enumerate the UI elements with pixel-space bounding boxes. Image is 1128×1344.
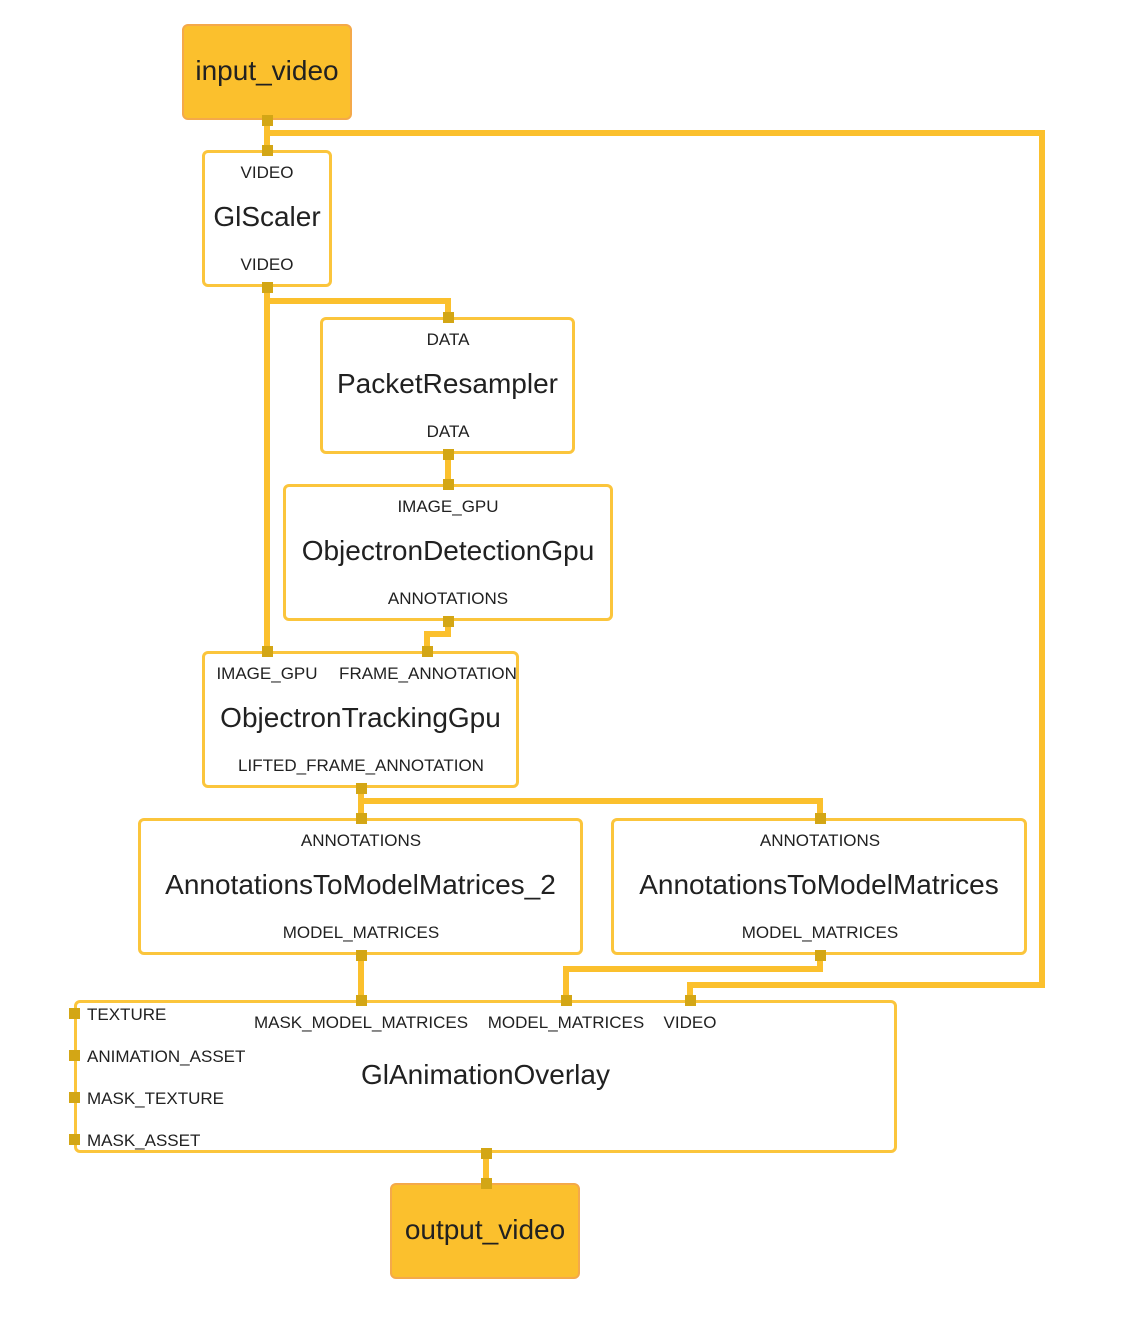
objectron-tracking-title: ObjectronTrackingGpu bbox=[220, 702, 501, 733]
objectron-detection-title: ObjectronDetectionGpu bbox=[301, 535, 595, 566]
overlay-animation-asset-label: ANIMATION_ASSET bbox=[87, 1047, 246, 1066]
objectron-detection-node[interactable]: IMAGE_GPU ObjectronDetectionGpu ANNOTATI… bbox=[283, 484, 613, 621]
input-video-output-port[interactable] bbox=[262, 115, 273, 126]
gl-animation-overlay-title: GlAnimationOverlay bbox=[361, 1059, 610, 1090]
overlay-texture-label: TEXTURE bbox=[87, 1005, 167, 1024]
packet-resampler-output-label: DATA bbox=[426, 422, 470, 441]
overlay-mask-texture-port[interactable] bbox=[69, 1092, 80, 1103]
objectron-tracking-node[interactable]: IMAGE_GPU FRAME_ANNOTATION ObjectronTrac… bbox=[202, 651, 519, 788]
objectron-detection-input-label: IMAGE_GPU bbox=[397, 497, 499, 516]
annotations-to-model-matrices-2-node[interactable]: ANNOTATIONS AnnotationsToModelMatrices_2… bbox=[138, 818, 583, 955]
overlay-animation-asset-port[interactable] bbox=[69, 1050, 80, 1061]
packet-resampler-output-port[interactable] bbox=[443, 449, 454, 460]
edge-annotations-to-overlay-model bbox=[563, 955, 823, 1000]
objectron-detection-output-label: ANNOTATIONS bbox=[387, 589, 509, 608]
packet-resampler-input-label: DATA bbox=[426, 330, 470, 349]
glscaler-title: GlScaler bbox=[213, 201, 321, 232]
overlay-mask-model-matrices-label: MASK_MODEL_MATRICES bbox=[253, 1013, 469, 1032]
annotations-to-model-matrices-2-output-port[interactable] bbox=[356, 950, 367, 961]
objectron-tracking-output-label: LIFTED_FRAME_ANNOTATION bbox=[238, 756, 484, 775]
output-video-input-port[interactable] bbox=[481, 1178, 492, 1189]
overlay-texture-port[interactable] bbox=[69, 1008, 80, 1019]
objectron-tracking-image-label: IMAGE_GPU bbox=[216, 664, 318, 683]
overlay-output-port[interactable] bbox=[481, 1148, 492, 1159]
annotations-to-model-matrices-2-title: AnnotationsToModelMatrices_2 bbox=[165, 869, 556, 900]
overlay-model-matrices-port[interactable] bbox=[561, 995, 572, 1006]
overlay-model-matrices-label: MODEL_MATRICES bbox=[487, 1013, 645, 1032]
annotations-to-model-matrices-output-label: MODEL_MATRICES bbox=[741, 923, 899, 942]
objectron-tracking-output-port[interactable] bbox=[356, 783, 367, 794]
input-video-title: input_video bbox=[195, 55, 339, 86]
annotations-to-model-matrices-title: AnnotationsToModelMatrices bbox=[639, 869, 999, 900]
edge-detection-to-tracking bbox=[424, 621, 451, 651]
annotations-to-model-matrices-input-port[interactable] bbox=[815, 813, 826, 824]
glscaler-node[interactable]: VIDEO GlScaler VIDEO bbox=[202, 150, 332, 287]
annotations-to-model-matrices-2-output-label: MODEL_MATRICES bbox=[282, 923, 440, 942]
objectron-detection-output-port[interactable] bbox=[443, 616, 454, 627]
edge-tracking-to-annotations bbox=[361, 798, 823, 818]
overlay-video-port[interactable] bbox=[685, 995, 696, 1006]
overlay-mask-model-matrices-port[interactable] bbox=[356, 995, 367, 1006]
annotations-to-model-matrices-2-input-label: ANNOTATIONS bbox=[300, 831, 422, 850]
annotations-to-model-matrices-node[interactable]: ANNOTATIONS AnnotationsToModelMatrices M… bbox=[611, 818, 1027, 955]
packet-resampler-node[interactable]: DATA PacketResampler DATA bbox=[320, 317, 575, 454]
objectron-tracking-frame-annotation-port[interactable] bbox=[422, 646, 433, 657]
objectron-tracking-frame-annotation-label: FRAME_ANNOTATION bbox=[339, 664, 517, 683]
overlay-video-label: VIDEO bbox=[663, 1013, 717, 1032]
glscaler-output-port[interactable] bbox=[262, 282, 273, 293]
edge-glscaler-to-packet-resampler bbox=[264, 287, 451, 317]
glscaler-output-label: VIDEO bbox=[240, 255, 294, 274]
glscaler-input-port[interactable] bbox=[262, 145, 273, 156]
edge-input-video-to-overlay-video bbox=[267, 130, 1045, 1000]
annotations-to-model-matrices-input-label: ANNOTATIONS bbox=[759, 831, 881, 850]
annotations-to-model-matrices-2-input-port[interactable] bbox=[356, 813, 367, 824]
overlay-mask-asset-port[interactable] bbox=[69, 1134, 80, 1145]
glscaler-input-label: VIDEO bbox=[240, 163, 294, 182]
overlay-mask-asset-label: MASK_ASSET bbox=[87, 1131, 201, 1150]
input-video-node[interactable]: input_video bbox=[182, 24, 352, 120]
gl-animation-overlay-node[interactable]: TEXTURE ANIMATION_ASSET MASK_TEXTURE MAS… bbox=[74, 1000, 897, 1153]
objectron-detection-input-port[interactable] bbox=[443, 479, 454, 490]
overlay-mask-texture-label: MASK_TEXTURE bbox=[87, 1089, 224, 1108]
packet-resampler-input-port[interactable] bbox=[443, 312, 454, 323]
packet-resampler-title: PacketResampler bbox=[337, 368, 558, 399]
output-video-title: output_video bbox=[404, 1214, 566, 1245]
output-video-node[interactable]: output_video bbox=[390, 1183, 580, 1279]
objectron-tracking-image-port[interactable] bbox=[262, 646, 273, 657]
annotations-to-model-matrices-output-port[interactable] bbox=[815, 950, 826, 961]
